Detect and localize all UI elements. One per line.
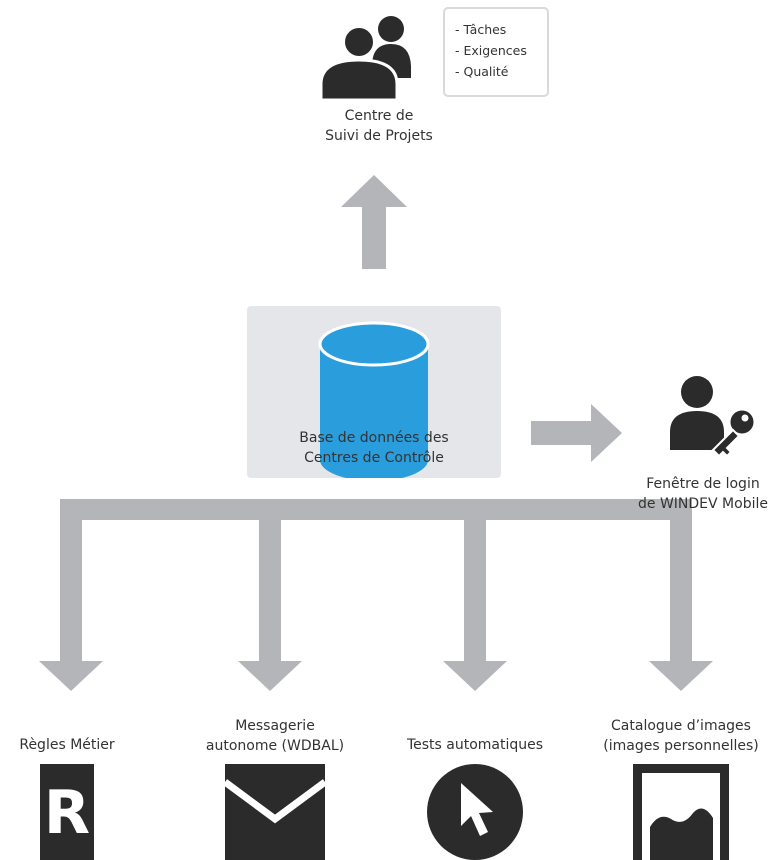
database-label: Base de données des Centres de Contrôle	[299, 430, 449, 466]
envelope-icon	[222, 764, 328, 860]
task-item: - Tâches	[455, 22, 507, 37]
mouse-cursor-icon	[427, 764, 523, 860]
r-letter-icon: R	[40, 764, 94, 860]
task-item: - Exigences	[455, 43, 527, 58]
image-icon	[633, 764, 729, 860]
database-box	[247, 306, 501, 478]
task-item: - Qualité	[455, 64, 509, 79]
image-catalog-label: Catalogue d’images (images personnelles)	[603, 718, 759, 754]
arrowhead-3	[443, 661, 507, 691]
login-window-label: Fenêtre de login de WINDEV Mobile	[638, 476, 768, 512]
messaging-label: Messagerie autonome (WDBAL)	[205, 718, 345, 754]
project-tracking-label: Centre de Suivi de Projets	[325, 108, 433, 144]
arrow-up	[341, 175, 407, 269]
svg-text:R: R	[44, 778, 90, 848]
arrow-right	[531, 404, 622, 462]
arrow-distribution	[39, 499, 713, 691]
user-key-icon	[670, 376, 757, 458]
automated-tests-label: Tests automatiques	[406, 737, 544, 753]
arrowhead-1	[39, 661, 103, 691]
people-icon	[319, 16, 411, 102]
arrowhead-2	[238, 661, 302, 691]
project-tasks-box: - Tâches - Exigences - Qualité	[443, 7, 549, 97]
database-icon	[318, 321, 430, 478]
business-rules-label: Règles Métier	[19, 737, 115, 753]
arrowhead-4	[649, 661, 713, 691]
